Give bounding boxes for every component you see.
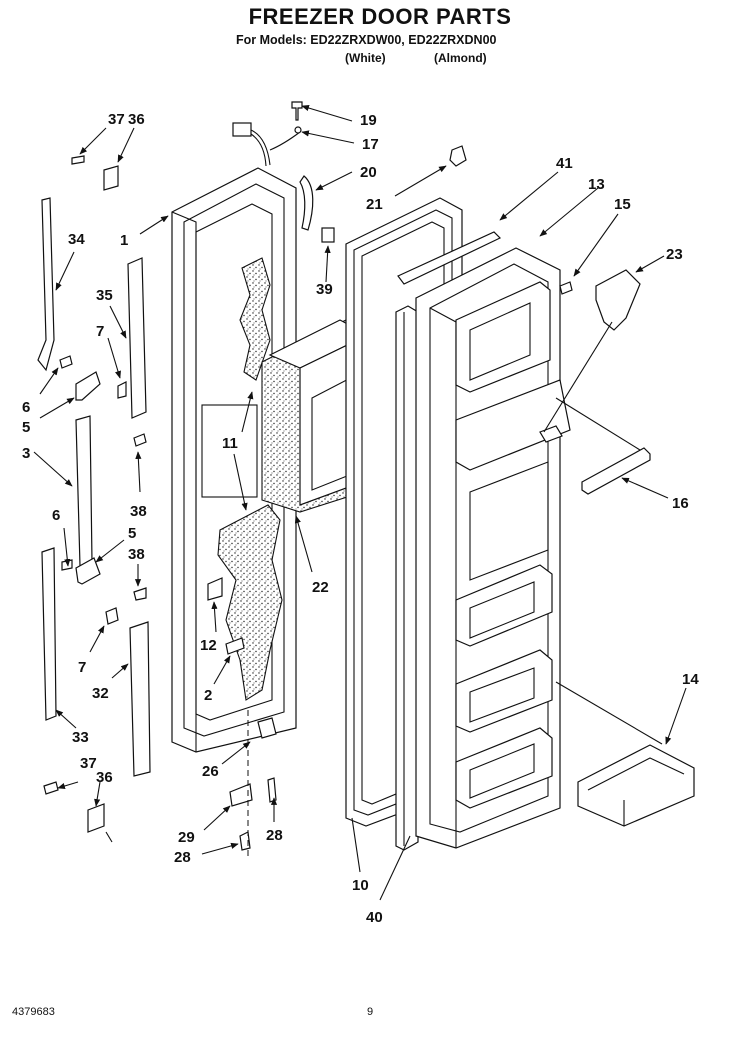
callout-38-upper: 38 [130,503,147,520]
variant-almond-label: (Almond) [434,51,487,65]
screw-15 [559,281,573,295]
callout-32: 32 [92,685,109,702]
drain-tube [299,175,314,231]
breaker-strip [397,231,502,285]
callout-10: 10 [352,877,369,894]
callout-37-top: 37 [108,111,125,128]
callout-20: 20 [360,164,377,181]
callout-22: 22 [312,579,329,596]
callout-7-lower: 7 [78,659,86,676]
callout-14: 14 [682,671,699,688]
callout-33: 33 [72,729,89,746]
page-number: 9 [367,1006,374,1018]
callout-3: 3 [22,445,30,462]
callout-1: 1 [120,232,128,249]
callout-26: 26 [202,763,219,780]
callout-34: 34 [68,231,85,248]
callout-37-bottom: 37 [80,755,97,772]
callout-36-bottom: 36 [96,769,113,786]
variant-white-label: (White) [345,51,386,65]
callout-labels: 19 17 20 21 41 13 15 23 16 14 1 37 36 34… [22,111,699,926]
callout-17: 17 [362,136,379,153]
left-hinge-hardware [37,155,151,833]
callout-15: 15 [614,196,631,213]
callout-21: 21 [366,196,383,213]
slide-rail [581,447,651,495]
callout-39: 39 [316,281,333,298]
callout-13: 13 [588,176,605,193]
washer-17 [294,126,302,134]
callout-6-upper: 6 [22,399,30,416]
door-bin [577,744,695,827]
page-title: FREEZER DOOR PARTS [248,4,512,29]
callout-41: 41 [556,155,573,172]
cap-knob [449,145,467,167]
callout-6-lower: 6 [52,507,60,524]
callout-19: 19 [360,112,377,129]
wire-harness [232,122,301,167]
callout-35: 35 [96,287,113,304]
door-inner-liner [415,247,571,849]
callout-16: 16 [672,495,689,512]
callout-7-upper: 7 [96,323,104,340]
leader-lines [33,105,687,901]
callout-36-top: 36 [128,111,145,128]
callout-5-lower: 5 [128,525,136,542]
callout-5-upper: 5 [22,419,30,436]
callout-2: 2 [204,687,212,704]
callout-23: 23 [666,246,683,263]
model-numbers: For Models: ED22ZRXDW00, ED22ZRXDN00 [236,33,497,47]
foam-insulation-upper [239,257,271,381]
dispenser-funnel [595,269,641,331]
screw-19 [291,101,303,121]
document-number: 4379683 [12,1006,55,1018]
callout-12: 12 [200,637,217,654]
callout-28-left: 28 [174,849,191,866]
callout-38-lower: 38 [128,546,145,563]
callout-28-right: 28 [266,827,283,844]
lower-hinge-hardware [207,577,277,860]
retainer-clip [321,227,335,243]
callout-11: 11 [222,435,238,452]
foam-insulation-lower [217,504,283,701]
callout-40: 40 [366,909,383,926]
liner-frame-strip [395,305,419,851]
callout-29: 29 [178,829,195,846]
